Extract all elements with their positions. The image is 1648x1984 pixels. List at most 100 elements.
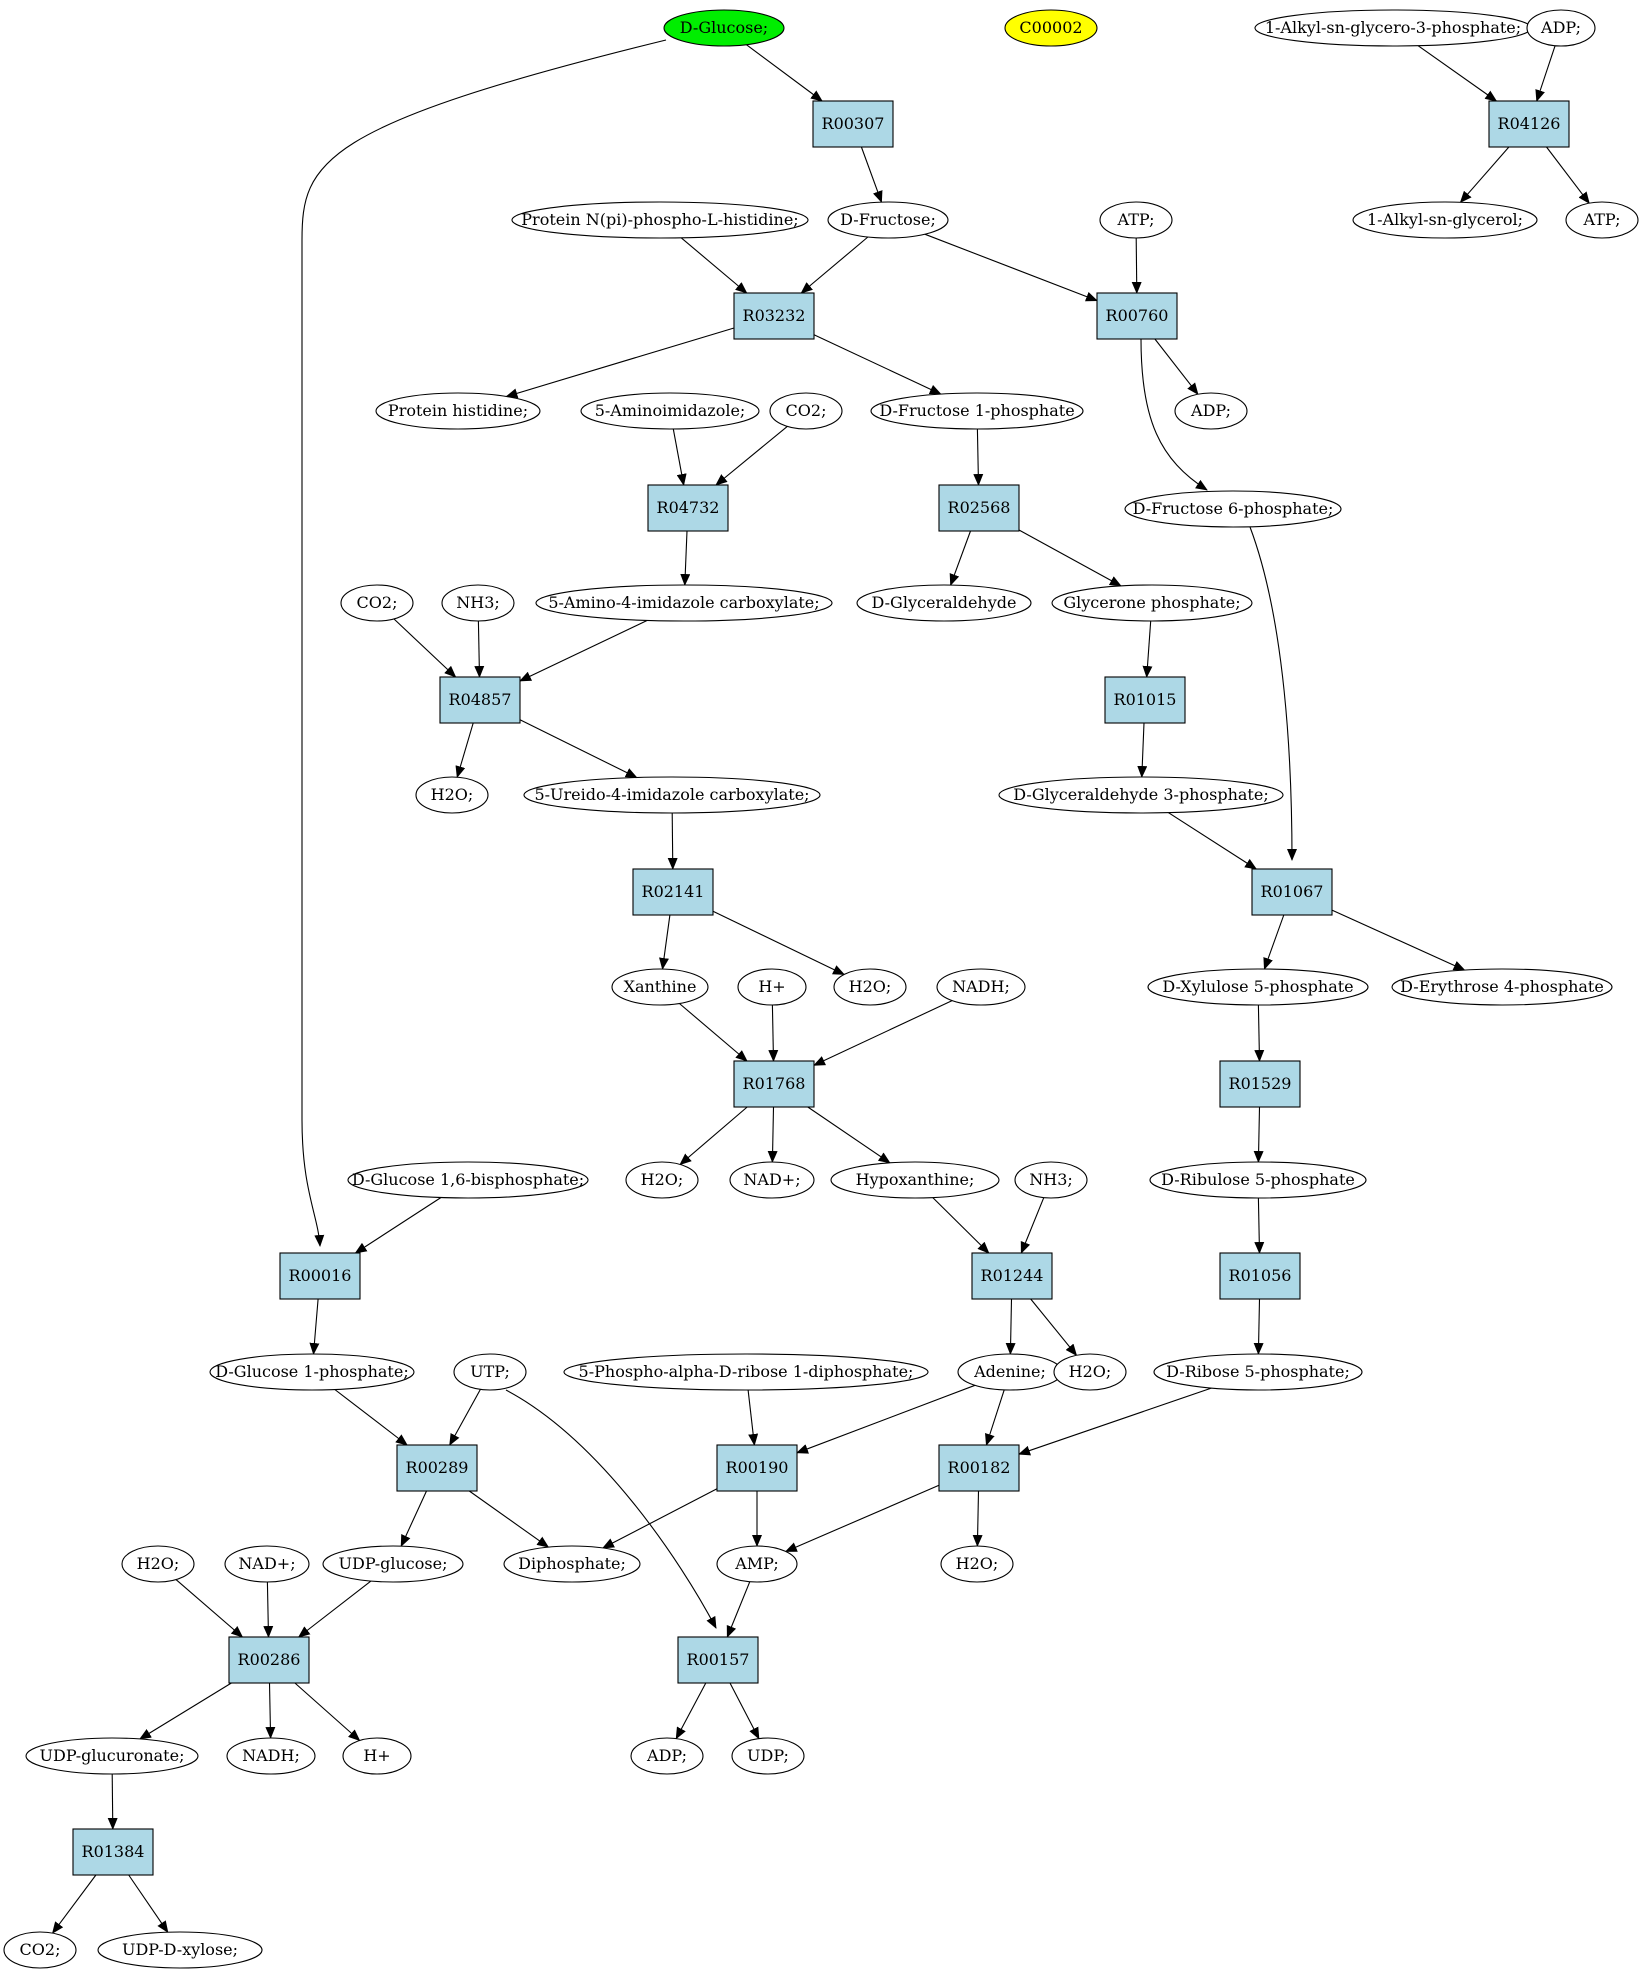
compound-ellipse [1099,201,1173,239]
compound-node-amp[interactable]: AMP; [716,1545,798,1583]
compound-node-adp-top[interactable]: ADP; [1526,9,1596,47]
compound-node-co2-a[interactable]: CO2; [769,392,843,430]
compound-node-dfru6p[interactable]: D-Fructose 6-phosphate; [1124,490,1342,528]
reaction-node-r00289[interactable]: R00289 [396,1444,478,1492]
compound-label: H2O; [956,1554,999,1573]
compound-ellipse [1526,9,1596,47]
reaction-node-r00016[interactable]: R00016 [279,1252,361,1300]
edge-r04732-to-5amino4 [680,530,691,586]
compound-node-adp-a[interactable]: ADP; [1174,392,1248,430]
compound-node-alkylglycerol[interactable]: 1-Alkyl-sn-glycerol; [1352,201,1538,239]
reaction-node-r02141[interactable]: R02141 [632,868,714,916]
edge-r04857-to-5ureido [519,719,638,778]
compound-node-hypoxanthine[interactable]: Hypoxanthine; [830,1161,1000,1199]
compound-node-drib5p[interactable]: D-Ribose 5-phosphate; [1153,1353,1363,1391]
compound-node-alkylsn[interactable]: 1-Alkyl-sn-glycero-3-phosphate; [1254,9,1532,47]
compound-node-co2-c[interactable]: CO2; [3,1931,77,1969]
compound-node-dribu5p[interactable]: D-Ribulose 5-phosphate [1149,1161,1367,1199]
compound-node-nh3-b[interactable]: NH3; [1014,1161,1088,1199]
compound-node-nadh-a[interactable]: NADH; [936,968,1026,1006]
reaction-node-r00307[interactable]: R00307 [812,100,894,148]
compound-node-nadplus-a[interactable]: NAD+; [729,1161,815,1199]
compound-ellipse [1147,968,1369,1006]
compound-node-dery4p[interactable]: D-Erythrose 4-phosphate [1391,968,1613,1006]
reaction-node-r04732[interactable]: R04732 [647,484,729,532]
compound-node-diphosphate[interactable]: Diphosphate; [503,1545,641,1583]
compound-ellipse [625,1161,699,1199]
compound-node-dxyl5p[interactable]: D-Xylulose 5-phosphate [1147,968,1369,1006]
reaction-node-r01067[interactable]: R01067 [1251,868,1333,916]
compound-node-udpglucuronate[interactable]: UDP-glucuronate; [25,1737,199,1775]
compound-node-dgly3p[interactable]: D-Glyceraldehyde 3-phosphate; [998,776,1284,814]
reaction-node-r00157[interactable]: R00157 [677,1636,759,1684]
edge-protnpi-to-r03232 [680,237,748,294]
compound-node-h2o-e[interactable]: H2O; [121,1545,195,1583]
compound-node-udpxylose[interactable]: UDP-D-xylose; [97,1931,263,1969]
reaction-node-r01384[interactable]: R01384 [72,1828,154,1876]
compound-node-prpp[interactable]: 5-Phospho-alpha-D-ribose 1-diphosphate; [563,1353,929,1391]
edge-r00760-to-dfru6p [1140,338,1208,491]
compound-node-h2o-a[interactable]: H2O; [415,776,489,814]
reaction-label: R01384 [82,1842,145,1861]
compound-node-nh3-a[interactable]: NH3; [441,584,515,622]
reaction-node-r02568[interactable]: R02568 [938,484,1020,532]
reaction-node-r01244[interactable]: R01244 [971,1252,1053,1300]
compound-node-co2-b[interactable]: CO2; [340,584,414,622]
reaction-node-r03232[interactable]: R03232 [733,292,815,340]
compound-node-h2o-b[interactable]: H2O; [833,968,907,1006]
reaction-node-r00182[interactable]: R00182 [938,1444,1020,1492]
reaction-label: R04732 [657,498,720,517]
compound-node-5amino4[interactable]: 5-Amino-4-imidazole carboxylate; [535,584,833,622]
compound-node-hplus-b[interactable]: H+ [342,1737,412,1775]
reaction-node-r00286[interactable]: R00286 [228,1636,310,1684]
edge-r01244-to-adenine [1005,1298,1016,1355]
compound-ellipse [1391,968,1613,1006]
compound-node-hplus-a[interactable]: H+ [737,968,807,1006]
compound-node-dfructose[interactable]: D-Fructose; [827,201,949,239]
compound-ellipse [415,776,489,814]
compound-node-5aminoimid[interactable]: 5-Aminoimidazole; [580,392,760,430]
compound-node-dglc16bp[interactable]: D-Glucose 1,6-bisphosphate; [347,1161,589,1199]
reaction-label: R03232 [743,306,806,325]
reaction-label: R01067 [1261,882,1324,901]
reaction-node-r04126[interactable]: R04126 [1488,100,1570,148]
compound-node-xanthine[interactable]: Xanthine [611,968,709,1006]
compound-node-dfru1p[interactable]: D-Fructose 1-phosphate [870,392,1084,430]
compound-node-atp-b[interactable]: ATP; [1565,201,1639,239]
reaction-label: R02568 [948,498,1011,517]
compound-node-adenine[interactable]: Adenine; [957,1353,1063,1391]
compound-node-adp-b[interactable]: ADP; [630,1737,704,1775]
compound-node-nadplus-b[interactable]: NAD+; [224,1545,310,1583]
edge-dfru6p-to-r01067 [1249,526,1297,861]
compound-node-udp[interactable]: UDP; [731,1737,805,1775]
reaction-label: R04126 [1498,114,1561,133]
compound-node-udpglucose[interactable]: UDP-glucose; [322,1545,464,1583]
reaction-node-r01529[interactable]: R01529 [1219,1060,1301,1108]
compound-node-prothis[interactable]: Protein histidine; [375,392,541,430]
compound-node-5ureido[interactable]: 5-Ureido-4-imidazole carboxylate; [523,776,821,814]
edge-dglc1p-to-r00289 [334,1389,408,1446]
compound-node-utp[interactable]: UTP; [453,1353,527,1391]
compound-node-c00002[interactable]: C00002 [1004,9,1098,47]
edge-udpglucose-to-r00286 [297,1580,372,1638]
compound-node-dglyceraldehyde[interactable]: D-Glyceraldehyde [856,584,1032,622]
edge-dglucose-to-r00016 [301,39,667,1247]
compound-node-dglc1p[interactable]: D-Glucose 1-phosphate; [209,1353,415,1391]
compound-label: H2O; [641,1170,684,1189]
compound-node-atp-a[interactable]: ATP; [1099,201,1173,239]
reaction-box [632,868,714,916]
reaction-node-r00760[interactable]: R00760 [1096,292,1178,340]
compound-node-h2o-d[interactable]: H2O; [1053,1353,1127,1391]
reaction-node-r01768[interactable]: R01768 [733,1060,815,1108]
compound-node-nadh-b[interactable]: NADH; [226,1737,316,1775]
compound-node-glyceronep[interactable]: Glycerone phosphate; [1051,584,1253,622]
reaction-node-r01056[interactable]: R01056 [1219,1252,1301,1300]
compound-node-protnpi[interactable]: Protein N(pi)-phospho-L-histidine; [511,201,809,239]
reaction-node-r04857[interactable]: R04857 [439,676,521,724]
compound-node-h2o-f[interactable]: H2O; [940,1545,1014,1583]
compound-label: D-Glucose 1,6-bisphosphate; [352,1170,584,1189]
reaction-node-r01015[interactable]: R01015 [1104,676,1186,724]
reaction-node-r00190[interactable]: R00190 [716,1444,798,1492]
compound-node-dglucose[interactable]: D-Glucose; [663,9,785,47]
compound-node-h2o-c[interactable]: H2O; [625,1161,699,1199]
